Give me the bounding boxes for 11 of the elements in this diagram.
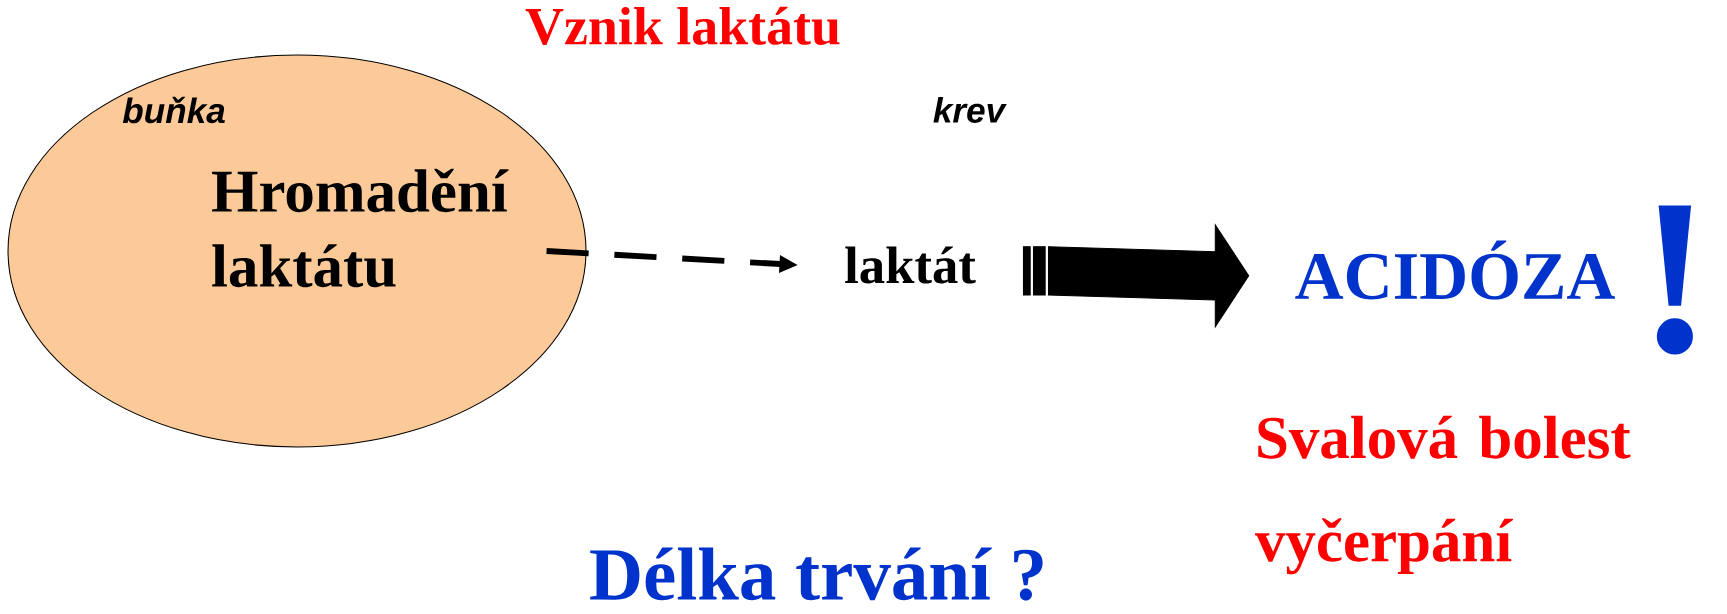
cell-ellipse bbox=[7, 54, 587, 448]
heading: Vznik laktátu bbox=[525, 6, 840, 46]
question-text: Délka trvání ? bbox=[590, 547, 1043, 601]
region-label: krev bbox=[933, 97, 1007, 123]
node-text: ACIDÓZA bbox=[1295, 240, 1615, 300]
block-arrow bbox=[1022, 223, 1250, 329]
exclamation-mark: ! bbox=[1656, 205, 1693, 355]
region-label: buňka bbox=[122, 96, 225, 124]
note-text: Svalová bolest vyčerpání bbox=[1255, 415, 1631, 575]
node-text: laktát bbox=[845, 246, 976, 284]
node-text: Hromadění laktátu bbox=[212, 168, 509, 288]
